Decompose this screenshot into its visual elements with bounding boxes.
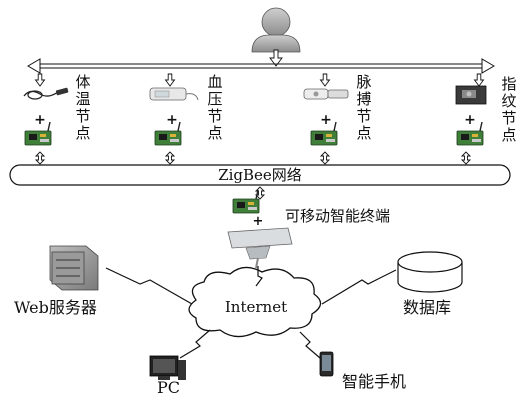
zigbee-network-bar — [9, 164, 511, 186]
node-column-0: + — [23, 73, 69, 165]
terminal-label: 可移动智能终端 — [285, 207, 391, 225]
smartphone-icon — [319, 351, 334, 377]
plus-sign: + — [320, 112, 332, 128]
user-down-arrow — [269, 49, 283, 67]
database-internet-link — [321, 269, 397, 305]
plus-sign: + — [166, 112, 178, 128]
node-column-3: + — [455, 73, 487, 165]
node-column-2: + — [303, 73, 349, 165]
node-label-0: 体温节点 — [75, 73, 91, 142]
plus-sign: + — [464, 112, 476, 128]
terminal-board — [232, 189, 260, 214]
user-silhouette-icon — [251, 7, 301, 53]
web-server-icon — [49, 245, 99, 291]
webserver-internet-link — [105, 267, 193, 305]
terminal-internet-link — [255, 266, 263, 287]
internet-cloud — [188, 266, 322, 338]
node-bidirectional-arrow — [461, 151, 471, 165]
internet-label: Internet — [225, 298, 287, 316]
plus-sign: + — [253, 214, 264, 229]
pc-label: PC — [157, 378, 181, 397]
mobile-terminal-icon: + — [227, 189, 293, 269]
node-down-arrow — [165, 73, 175, 87]
node-down-arrow — [474, 73, 484, 87]
web-server-label: Web服务器 — [14, 298, 97, 317]
node-down-arrow — [320, 73, 330, 87]
smartphone-label: 智能手机 — [342, 372, 407, 391]
pc-internet-link — [179, 329, 211, 359]
plus-sign: + — [34, 112, 46, 128]
node-bidirectional-arrow — [35, 151, 45, 165]
thermometer-probe-icon — [23, 87, 69, 100]
database-label: 数据库 — [403, 298, 452, 317]
node-down-arrow — [35, 73, 45, 87]
fingerprint-scanner-icon — [455, 85, 487, 105]
smartphone-internet-link — [299, 331, 321, 359]
pulse-sensor-icon — [303, 88, 349, 100]
node-column-1: + — [149, 73, 199, 165]
database-icon — [397, 251, 463, 293]
blood-pressure-cuff-icon — [149, 87, 199, 101]
node-bidirectional-arrow — [320, 151, 330, 165]
node-label-2: 脉搏节点 — [356, 73, 372, 142]
zigbee-network-label: ZigBee网络 — [218, 166, 302, 184]
node-bidirectional-arrow — [165, 151, 175, 165]
node-label-3: 指纹节点 — [501, 75, 517, 144]
node-label-1: 血压节点 — [207, 73, 223, 142]
pc-icon — [149, 355, 186, 380]
top-bus-arrow — [27, 58, 495, 74]
